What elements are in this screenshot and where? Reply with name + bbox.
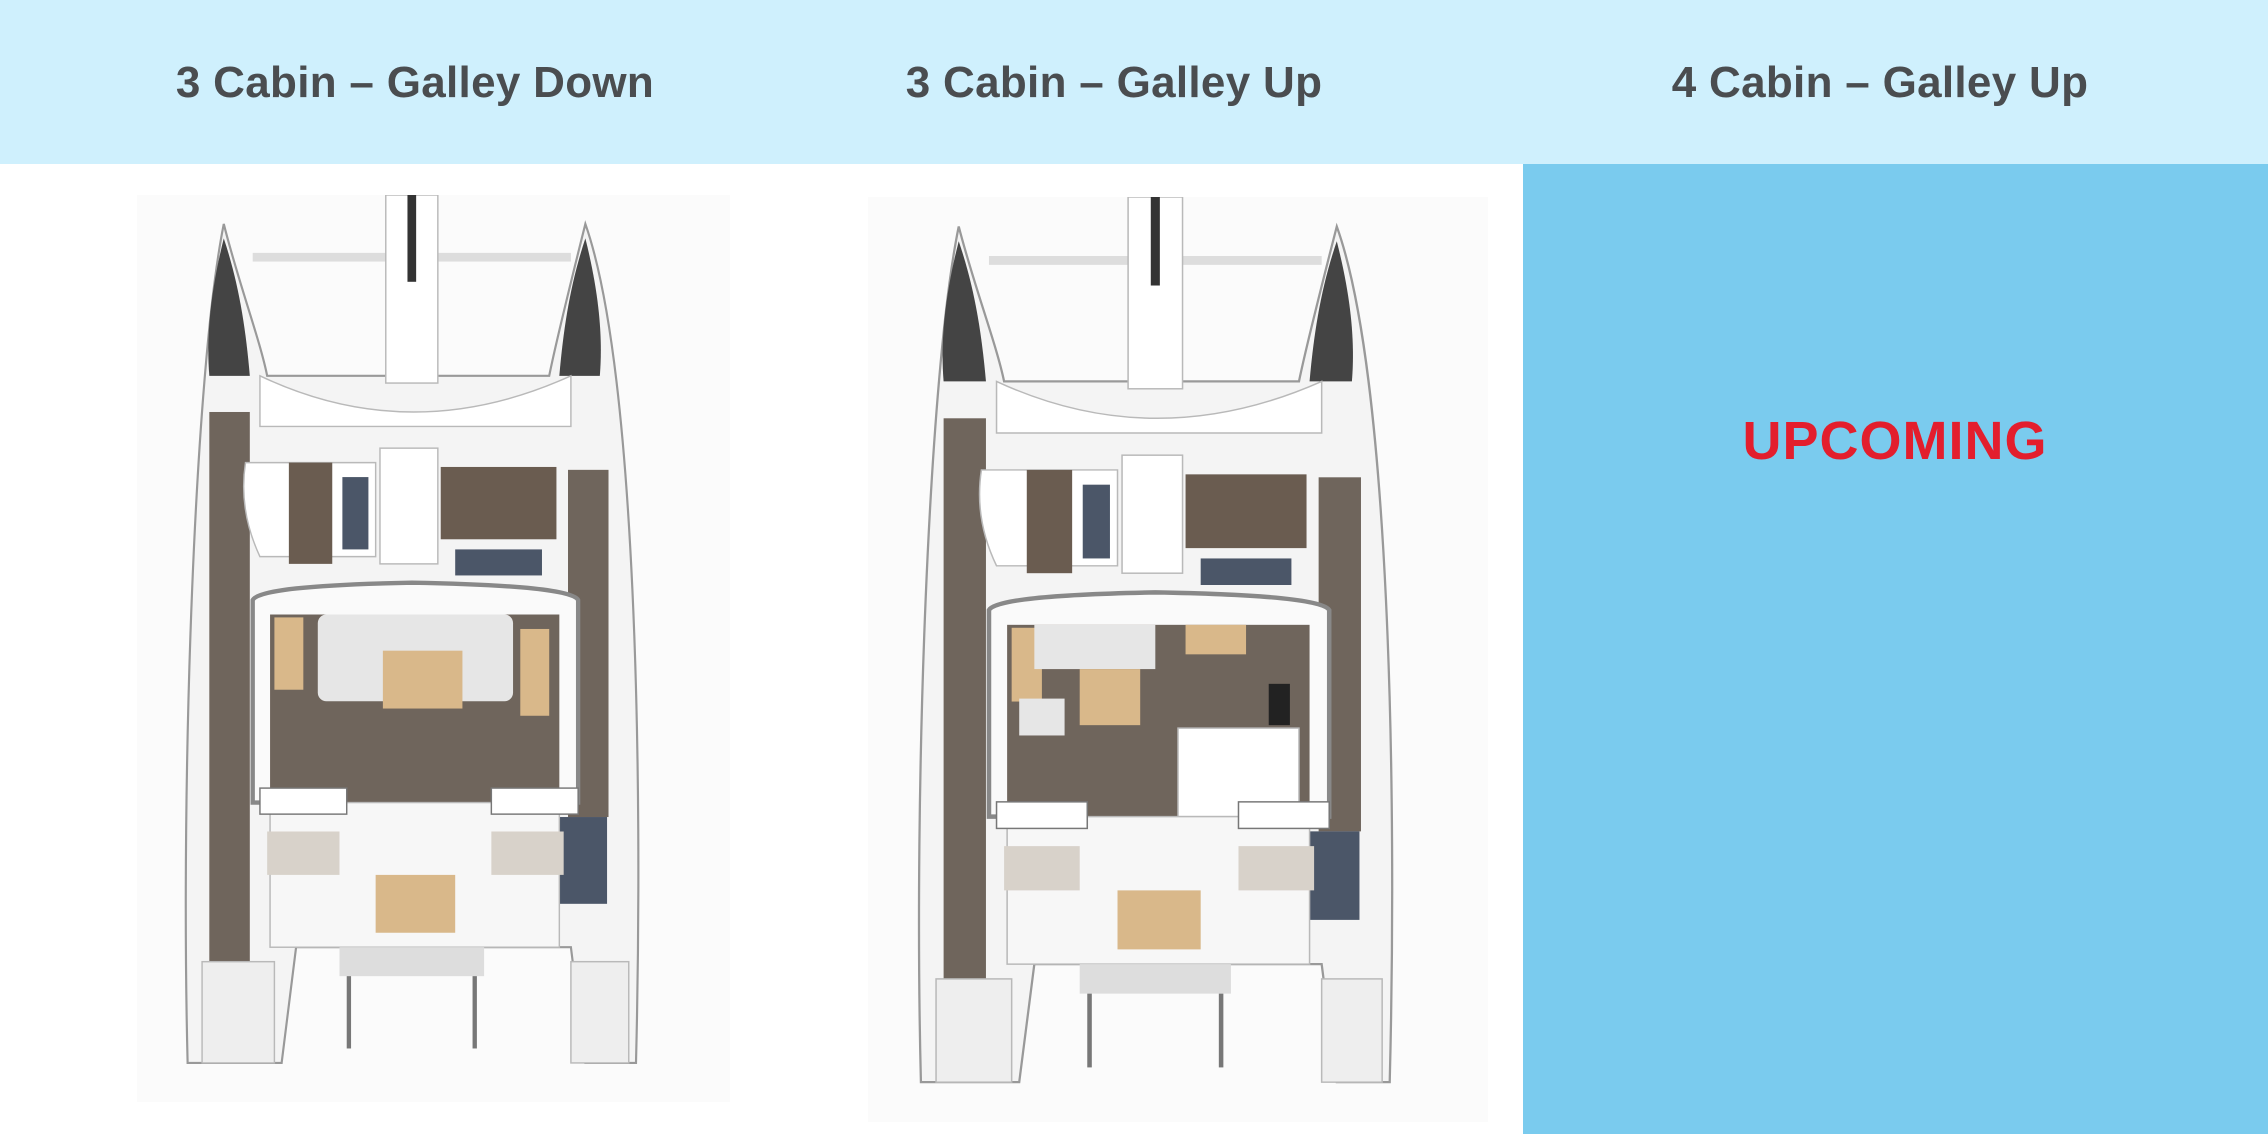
layout-title-4-cabin-galley-up: 4 Cabin – Galley Up	[1671, 58, 2089, 107]
saloon	[986, 590, 1332, 819]
trampoline	[988, 197, 1323, 434]
upcoming-panel	[1523, 164, 2268, 1134]
cabin-port	[243, 461, 377, 564]
cabin-starboard	[379, 447, 557, 576]
trampoline	[252, 195, 572, 428]
transom-steps	[935, 964, 1383, 1083]
floor-plan-3-cabin-galley-down	[137, 195, 730, 1102]
cockpit	[259, 787, 579, 948]
header-bar	[0, 0, 2268, 164]
floor-plan-3-cabin-galley-up	[868, 197, 1488, 1122]
cockpit	[995, 801, 1330, 965]
layout-title-3-cabin-galley-down: 3 Cabin – Galley Down	[175, 58, 655, 107]
transom-steps	[201, 947, 630, 1064]
upcoming-label: UPCOMING	[1742, 411, 2048, 471]
cabin-port	[978, 469, 1119, 574]
cabin-starboard	[1121, 454, 1307, 585]
saloon	[250, 580, 581, 805]
layout-title-3-cabin-galley-up: 3 Cabin – Galley Up	[905, 58, 1323, 107]
